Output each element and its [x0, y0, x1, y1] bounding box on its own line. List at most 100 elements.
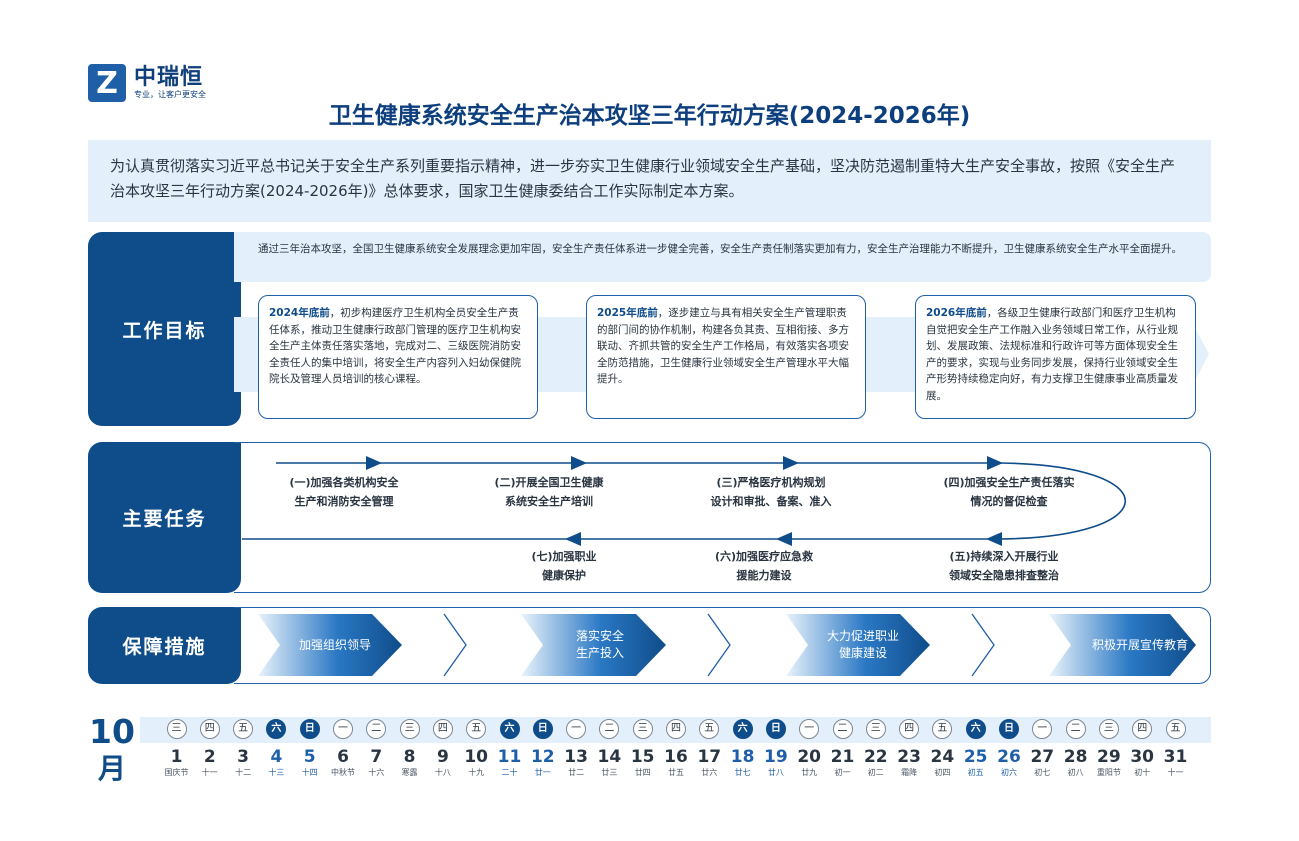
support-item-1: 加强组织领导	[298, 637, 371, 652]
weekday-badge: 四	[899, 719, 920, 739]
day-number: 11	[497, 747, 522, 767]
page-title: 卫生健康系统安全生产治本攻坚三年行动方案(2024-2026年)	[328, 103, 971, 129]
brand-logo: Z 中瑞恒 专业，让客户更安全	[88, 64, 206, 102]
goals-summary: 通过三年治本攻坚，全国卫生健康系统安全发展理念更加牢固，安全生产责任体系进一步健…	[234, 232, 1211, 282]
lunar-date: 十四	[301, 768, 318, 777]
day-number: 24	[930, 747, 955, 767]
weekday-badge: 一	[799, 719, 820, 739]
day-number: 8	[403, 747, 416, 767]
weekday-badge: 二	[832, 719, 853, 739]
day-number: 29	[1097, 747, 1121, 767]
weekday-badge: 二	[599, 719, 620, 739]
support-item-4: 积极开展宣传教育	[1091, 637, 1188, 652]
day-number: 6	[337, 747, 349, 767]
weekday-badge: 日	[999, 719, 1019, 739]
lunar-date: 初十	[1134, 768, 1151, 777]
weekday-badge: 一	[566, 719, 587, 739]
day-number: 27	[1030, 747, 1055, 767]
lunar-date: 初六	[1001, 768, 1017, 777]
weekday-badge: 一	[1032, 719, 1053, 739]
lunar-date: 十一	[201, 768, 218, 777]
goal-card-2026: 2026年底前，各级卫生健康行政部门和医疗卫生机构自觉把安全生产工作融入业务领域…	[915, 295, 1196, 419]
day-number: 7	[370, 747, 383, 767]
task-item-4: (四)加强安全生产责任落实情况的督促检查	[943, 476, 1075, 508]
month-label: 月	[97, 752, 126, 785]
weekday-badge: 二	[366, 719, 387, 739]
weekday-badge: 五	[233, 719, 254, 739]
lunar-date: 廿八	[767, 768, 784, 777]
weekday-badge: 四	[666, 719, 686, 739]
weekday-badge: 三	[399, 719, 420, 739]
weekday-badge: 日	[532, 719, 553, 739]
day-number: 9	[436, 747, 449, 767]
lunar-date: 初一	[834, 768, 851, 777]
weekday-badge: 五	[466, 719, 487, 739]
weekday-badge: 日	[765, 719, 786, 739]
lunar-date: 廿四	[634, 768, 651, 777]
weekday-badge: 六	[499, 719, 520, 739]
lunar-date: 初八	[1067, 768, 1084, 777]
weekday-badge: 三	[632, 719, 653, 739]
day-number: 31	[1163, 747, 1188, 767]
task-item-2: (二)开展全国卫生健康系统安全生产培训	[494, 476, 604, 508]
lunar-date: 初七	[1034, 768, 1051, 777]
section-label-goals: 工作目标	[88, 232, 241, 426]
lunar-date: 廿一	[534, 768, 551, 777]
lunar-date: 重阳节	[1096, 768, 1121, 777]
day-number: 17	[697, 747, 722, 767]
weekday-badge: 六	[266, 719, 287, 739]
day-number: 20	[797, 747, 822, 767]
weekday-badge: 四	[1132, 719, 1153, 739]
day-number: 30	[1130, 747, 1155, 767]
goal-card-2025: 2025年底前，逐步建立与具有相关安全生产管理职责的部门间的协作机制，构建各负其…	[586, 295, 866, 419]
day-number: 10	[464, 747, 489, 767]
intro-paragraph: 为认真贯彻落实习近平总书记关于安全生产系列重要指示精神，进一步夯实卫生健康行业领…	[88, 140, 1211, 222]
goal-text: ，初步构建医疗卫生机构全员安全生产责任体系，推动卫生健康行政部门管理的医疗卫生机…	[269, 307, 521, 385]
day-number: 3	[237, 747, 250, 767]
lunar-date: 廿二	[568, 768, 585, 777]
weekday-badge: 五	[699, 719, 720, 739]
logo-z-icon: Z	[88, 64, 126, 102]
day-number: 1	[170, 747, 183, 767]
task-item-5: (五)持续深入开展行业领域安全隐患排查整治	[949, 550, 1059, 582]
lunar-date: 中秋节	[331, 768, 355, 777]
day-number: 25	[963, 747, 988, 767]
lunar-date: 十八	[434, 768, 451, 777]
weekday-badge: 四	[199, 719, 220, 739]
goal-text: ，逐步建立与具有相关安全生产管理职责的部门间的协作机制，构建各负其责、互相衔接、…	[597, 307, 849, 385]
support-section	[234, 607, 1211, 684]
lunar-date: 国庆节	[164, 768, 189, 777]
day-number: 13	[564, 747, 588, 767]
day-number: 19	[764, 747, 788, 767]
task-item-3: (三)严格医疗机构规划设计和审批、备案、准入	[710, 476, 832, 508]
day-number: 21	[830, 747, 855, 767]
weekday-badge: 四	[432, 719, 453, 739]
tasks-section: (一)加强各类机构安全生产和消防安全管理 (二)开展全国卫生健康系统安全生产培训…	[234, 442, 1211, 593]
month-number: 10	[89, 712, 135, 751]
task-item-7: (七)加强职业健康保护	[531, 550, 597, 582]
weekday-badge: 五	[932, 719, 953, 739]
day-number: 2	[203, 747, 216, 767]
day-number: 18	[730, 747, 755, 767]
day-number: 26	[997, 747, 1021, 767]
lunar-date: 十二	[235, 768, 252, 777]
weekday-badge: 一	[333, 719, 353, 739]
lunar-date: 霜降	[901, 768, 918, 777]
